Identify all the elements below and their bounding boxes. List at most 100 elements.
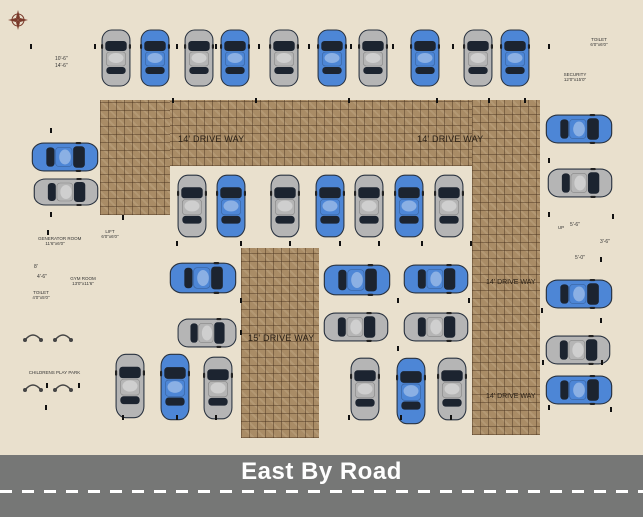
wheel-stop <box>45 405 47 410</box>
road-center-line <box>0 490 643 493</box>
blue-car <box>168 262 238 294</box>
wheel-stop <box>289 241 291 246</box>
wheel-stop <box>450 415 452 420</box>
blue-car <box>220 28 250 88</box>
road-label: East By Road <box>241 458 402 485</box>
wheel-stop <box>421 241 423 246</box>
driveway-label-center: 15' DRIVE WAY <box>248 333 315 343</box>
wheel-stop <box>30 44 32 49</box>
dimension-right-b: 3'-6" <box>600 239 610 245</box>
wheel-stop <box>339 241 341 246</box>
wheel-stop <box>488 98 490 103</box>
wheel-stop <box>397 346 399 351</box>
silver-car <box>184 28 214 88</box>
wheel-stop <box>400 415 402 420</box>
wheel-stop <box>122 215 124 220</box>
childrens-play-park-label: CHILDRENS PLAY PARK <box>28 370 81 375</box>
silver-car <box>354 173 384 239</box>
silver-car <box>115 352 145 420</box>
wheel-stop <box>240 241 242 246</box>
up-label: UP <box>557 225 565 230</box>
blue-car <box>160 352 190 422</box>
east-road <box>0 455 643 517</box>
wheel-stop <box>542 360 544 365</box>
wheel-stop <box>78 383 80 388</box>
blue-car <box>30 142 100 172</box>
compass-rose-icon <box>8 10 28 30</box>
blue-car <box>544 279 614 309</box>
dimension-left-b: 14'-6" <box>55 63 68 69</box>
blue-car <box>544 375 614 405</box>
wheel-stop <box>122 415 124 420</box>
wheel-stop <box>548 158 550 163</box>
blue-car <box>500 28 530 88</box>
blue-car <box>410 28 440 88</box>
wheel-stop <box>541 308 543 313</box>
wheel-stop <box>612 214 614 219</box>
silver-car <box>546 168 614 198</box>
blue-car <box>315 173 345 239</box>
blue-car <box>394 173 424 239</box>
wheel-stop <box>436 98 438 103</box>
wheel-stop <box>50 128 52 133</box>
silver-car <box>463 28 493 88</box>
wheel-stop <box>601 360 603 365</box>
dimension-left-d: 8' <box>34 264 38 270</box>
wheel-stop <box>176 241 178 246</box>
silver-car <box>322 312 390 342</box>
driveway-label-right-lower: 14' DRIVE WAY <box>486 393 536 400</box>
wheel-stop <box>470 241 472 246</box>
blue-car <box>140 28 170 88</box>
blue-car <box>317 28 347 88</box>
wheel-stop <box>176 415 178 420</box>
wheel-stop <box>600 257 602 262</box>
wheel-stop <box>47 230 49 235</box>
blue-car <box>402 264 470 294</box>
wheel-stop <box>548 405 550 410</box>
driveway-left-spur <box>100 100 170 215</box>
wheel-stop <box>240 298 242 303</box>
silver-car <box>434 173 464 239</box>
blue-car <box>396 356 426 426</box>
driveway-right <box>472 100 540 435</box>
wheel-stop <box>348 415 350 420</box>
wheel-stop <box>348 98 350 103</box>
wheel-stop <box>378 241 380 246</box>
silver-car <box>437 356 467 422</box>
wheel-stop <box>350 44 352 49</box>
wheel-stop <box>524 98 526 103</box>
wheel-stop <box>240 330 242 335</box>
silver-car <box>177 173 207 239</box>
driveway-label-top-right: 14' DRIVE WAY <box>417 134 484 144</box>
driveway-label-right-upper: 14' DRIVE WAY <box>486 279 536 286</box>
wheel-stop <box>46 383 48 388</box>
blue-car <box>544 114 614 144</box>
wheel-stop <box>308 44 310 49</box>
silver-car <box>203 355 233 421</box>
dimension-left-a: 10'-6" <box>55 56 68 62</box>
wheel-stop <box>50 212 52 217</box>
dimension-left-c: 4'-6" <box>37 274 47 280</box>
wheel-stop <box>258 44 260 49</box>
silver-car <box>350 356 380 422</box>
wheel-stop <box>452 44 454 49</box>
wheel-stop <box>215 415 217 420</box>
silver-car <box>402 312 470 342</box>
wheel-stop <box>392 44 394 49</box>
silver-car <box>544 335 612 365</box>
wheel-stop <box>600 318 602 323</box>
dimension-right-a: 5'-6" <box>570 222 580 228</box>
blue-car <box>322 264 392 296</box>
wheel-stop <box>468 298 470 303</box>
blue-car <box>216 173 246 239</box>
wheel-stop <box>172 98 174 103</box>
wheel-stop <box>215 44 217 49</box>
silver-car <box>269 28 299 88</box>
